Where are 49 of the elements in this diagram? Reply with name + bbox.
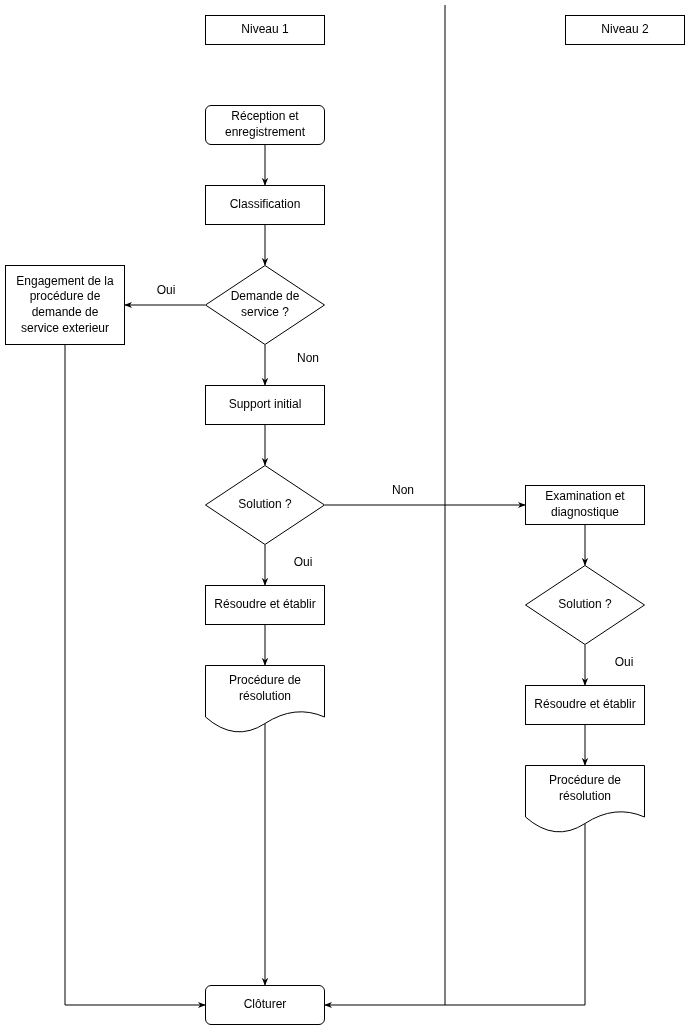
process-box <box>525 485 645 525</box>
node-label: Solution ? <box>238 497 292 513</box>
decision-diamond <box>205 265 325 345</box>
node-label: Réception et enregistrement <box>223 109 306 141</box>
node-label: Examination et diagnostique <box>544 489 626 521</box>
node-label: Niveau 2 <box>601 22 649 38</box>
arrow <box>261 424 269 466</box>
column-header <box>205 15 325 45</box>
arrow <box>261 224 269 266</box>
process-box <box>525 685 645 725</box>
terminal-box <box>205 105 325 145</box>
node-label: Engagement de la procédure de demande de service exterieur <box>15 273 115 337</box>
document-shape <box>205 665 325 730</box>
edge-label: Oui <box>613 655 635 669</box>
column-header <box>565 15 685 45</box>
edge-label: Non <box>391 483 415 497</box>
arrow <box>64 344 206 1009</box>
arrow <box>261 544 269 586</box>
arrow <box>581 644 589 686</box>
arrow <box>261 624 269 666</box>
arrow <box>261 723 269 986</box>
node-label: Solution ? <box>558 597 612 613</box>
arrow <box>261 144 269 186</box>
node-label: Classification <box>229 197 301 213</box>
edge-label: Oui <box>292 555 314 569</box>
arrow <box>324 501 526 509</box>
arrow <box>124 301 206 309</box>
decision-diamond <box>525 565 645 645</box>
process-box <box>205 585 325 625</box>
node-label: Procédure de résolution <box>227 673 302 705</box>
terminal-box <box>205 985 325 1025</box>
node-label: Résoudre et établir <box>534 697 636 713</box>
document-shape <box>525 765 645 830</box>
arrow <box>261 344 269 386</box>
process-box <box>205 185 325 225</box>
node-label: Clôturer <box>243 997 287 1013</box>
node-label: Support initial <box>228 397 302 413</box>
node-label: Demande de service ? <box>229 289 301 321</box>
node-label: Procédure de résolution <box>547 773 622 805</box>
arrow <box>324 823 586 1009</box>
process-box <box>5 265 125 345</box>
edge-label: Non <box>296 351 320 365</box>
node-label: Niveau 1 <box>241 22 289 38</box>
process-box <box>205 385 325 425</box>
arrow <box>581 724 589 766</box>
edge-label: Oui <box>155 283 177 297</box>
arrow <box>581 524 589 566</box>
decision-diamond <box>205 465 325 545</box>
node-label: Résoudre et établir <box>214 597 316 613</box>
